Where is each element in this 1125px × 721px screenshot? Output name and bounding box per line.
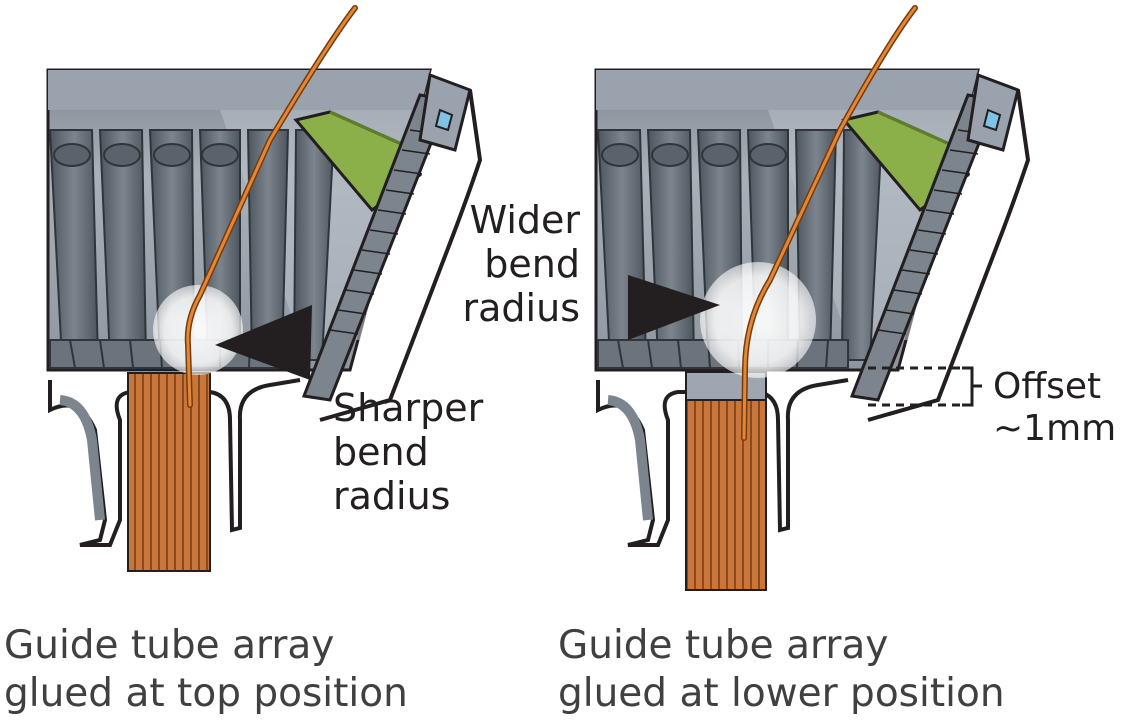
offset-bracket — [868, 366, 982, 407]
arrow-left — [215, 305, 312, 380]
right-annotation-line-1: Wider — [469, 198, 580, 242]
left-annotation-line-2: bend — [333, 430, 429, 474]
right-caption: Guide tube array glued at lower position — [558, 622, 1005, 718]
bend-highlight-right — [700, 262, 816, 378]
arrow-right — [628, 275, 720, 340]
left-caption: Guide tube array glued at top position — [4, 622, 408, 718]
guide-tube-array-right — [685, 399, 767, 591]
bend-highlight-left — [153, 285, 243, 375]
left-caption-line-2: glued at top position — [4, 671, 408, 716]
guide-tube-array-left — [127, 372, 211, 572]
right-annotation: Wider bend radius — [440, 198, 580, 330]
right-caption-line-2: glued at lower position — [558, 671, 1005, 716]
right-caption-line-1: Guide tube array — [558, 623, 889, 668]
right-annotation-line-2: bend — [484, 242, 580, 286]
left-annotation: Sharper bend radius — [333, 386, 483, 518]
left-assembly — [48, 5, 480, 572]
wire-right — [742, 6, 917, 440]
left-caption-line-1: Guide tube array — [4, 623, 335, 668]
right-assembly — [596, 5, 1028, 591]
offset-label-line-1: Offset — [993, 366, 1102, 407]
right-annotation-line-3: radius — [462, 286, 580, 330]
offset-label: Offset ~1mm — [993, 366, 1116, 450]
wire-left — [186, 6, 357, 407]
left-annotation-line-3: radius — [333, 474, 451, 518]
offset-label-line-2: ~1mm — [993, 408, 1117, 449]
left-annotation-line-1: Sharper — [333, 386, 484, 430]
